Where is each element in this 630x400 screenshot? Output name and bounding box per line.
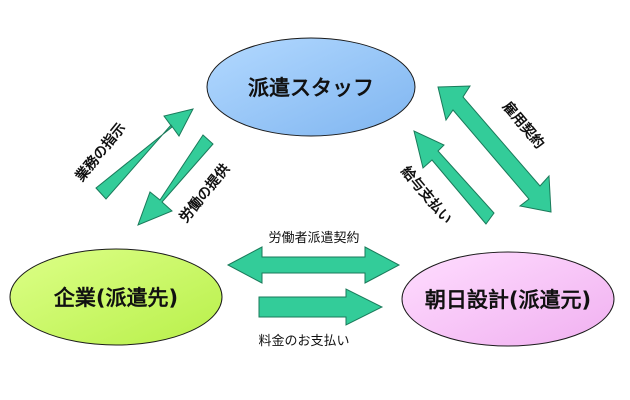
arrow-fee-payment <box>258 288 384 326</box>
arrow-work-instructions <box>95 108 194 200</box>
company-label: 企業(派遣先) <box>53 286 178 310</box>
label-employment-contract: 雇用契約 <box>499 98 548 152</box>
node-company: 企業(派遣先) <box>9 248 223 346</box>
label-dispatch-contract: 労働者派遣契約 <box>268 231 359 246</box>
node-staff: 派遣スタッフ <box>206 37 416 137</box>
arrow-salary-payment <box>413 130 495 225</box>
asahi-ellipse <box>401 251 615 347</box>
label-fee-payment: 料金のお支払い <box>258 333 349 349</box>
staff-ellipse <box>206 37 416 137</box>
arrow-dispatch-contract <box>226 246 401 284</box>
node-asahi: 朝日設計(派遣元) <box>401 251 615 347</box>
arrow-labor-provision <box>137 134 214 226</box>
arrow-employment-contract <box>437 85 552 213</box>
asahi-label: 朝日設計(派遣元) <box>425 288 591 312</box>
company-ellipse <box>9 248 223 346</box>
staff-label: 派遣スタッフ <box>248 76 374 100</box>
